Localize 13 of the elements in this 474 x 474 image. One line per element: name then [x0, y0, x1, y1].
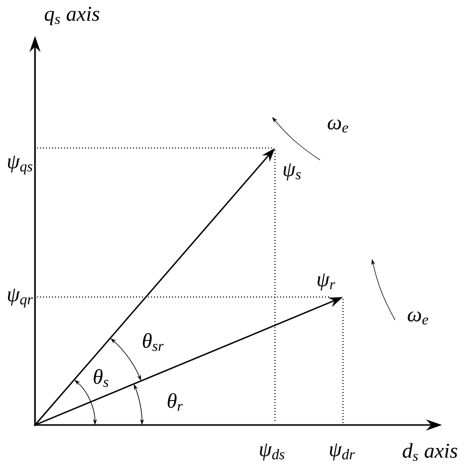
speed-label: ω$_{e}$	[408, 311, 428, 325]
axis-value-label: ψ$_{qr}$	[8, 288, 33, 308]
axis-value-label: ψ$_{dr}$	[330, 443, 355, 461]
angle-label: θ$_{r}$	[168, 393, 183, 411]
vector-label: ψ$_{r}$	[318, 273, 336, 291]
speed-label: ω$_{e}$	[328, 119, 348, 133]
vector-label: ψ$_{s}$	[284, 163, 301, 181]
axis-label: q$_{s}$ axis	[44, 6, 100, 26]
angle-label: θ$_{s}$	[94, 369, 108, 387]
angle-label: θ$_{sr}$	[142, 333, 164, 351]
axis-value-label: ψ$_{ds}$	[260, 443, 284, 461]
axis-value-label: ψ$_{qs}$	[8, 156, 32, 174]
axis-label: d$_{s}$ axis	[402, 443, 458, 461]
